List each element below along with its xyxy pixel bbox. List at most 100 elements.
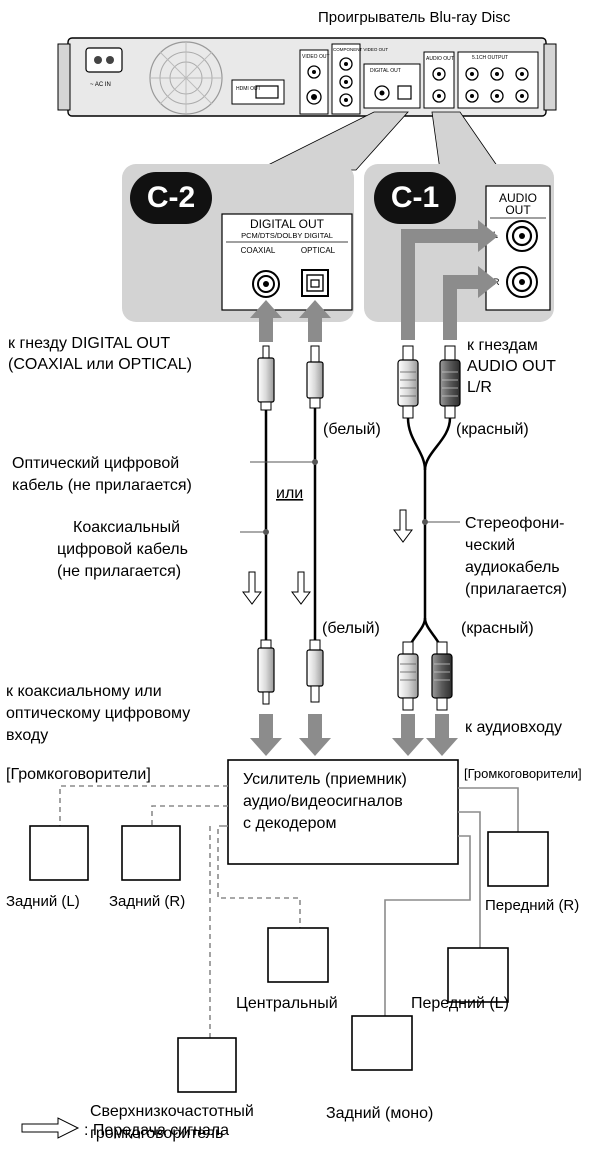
speaker-wiring [59,785,519,1038]
coaxial-jack-icon [252,270,280,298]
digital-out-jacks: DIGITAL OUT [363,63,421,109]
amplifier-label-3: с декодером [243,815,336,832]
c1-header-line1: AUDIO [499,191,537,205]
component-out-jacks: COMPONENT VIDEO OUT [331,43,388,115]
label-to-audio-out-2: AUDIO OUT [467,358,556,375]
label-to-audio-in: к аудиовходу [465,719,562,736]
audio-out-panel-label: AUDIO OUT [426,56,454,62]
signal-arrow-stereo [393,509,413,543]
label-stereo-cable-3: аудиокабель [465,559,560,576]
rca-white-plug-top [397,345,419,419]
label-optical-cable: Оптический цифровой [12,455,179,472]
speaker-rear-mono [351,1015,413,1071]
label-to-coax-in-2: оптическому цифровому [6,705,190,722]
rca-red-plug-top [439,345,461,419]
zoom-wedge-c1 [431,111,501,171]
signal-flow-arrows [242,509,413,605]
speaker-label-front-left: Передний (L) [411,995,509,1012]
signal-arrow-optical [291,571,311,605]
connection-arrows-bottom [250,714,458,756]
label-white-bottom: (белый) [322,620,380,637]
c1-badge-label: C-1 [391,181,439,214]
speakers [29,825,549,1093]
speaker-center [267,927,329,983]
labels: к гнезду DIGITAL OUT (COAXIAL или OPTICA… [6,335,582,783]
c2-optical-label: OPTICAL [301,246,336,255]
signal-flow-legend-icon [21,1117,80,1139]
optical-plug-top [306,345,324,409]
speaker-label-rear-right: Задний (R) [109,893,185,910]
label-coax-cable: Коаксиальный [73,519,180,536]
rca-white-plug-bottom [397,641,419,711]
label-to-audio-out: к гнездам [467,337,538,354]
label-to-digital-out-2: (COAXIAL или OPTICAL) [8,356,192,373]
audio-l-jack-icon [506,220,538,252]
connection-arrows-top [250,220,498,342]
audio-r-jack-icon [506,266,538,298]
device-title: Проигрыватель Blu-ray Disc [318,9,511,26]
label-coax-cable-3: (не прилагается) [57,563,181,580]
label-to-coax-in-3: входу [6,727,48,744]
speaker-labels: Задний (L) Задний (R) Передний (R) Центр… [6,893,579,1142]
label-speakers-left: [Громкоговорители] [6,766,151,783]
player-rear-panel: ~ AC IN HDMI OUT VIDEO OUT COMPONENT V [57,37,557,117]
label-white-top: (белый) [323,421,381,438]
optical-plug-bottom [306,639,324,703]
signal-arrow-coax [242,571,262,605]
label-coax-cable-2: цифровой кабель [57,541,188,558]
speaker-rear-left [29,825,89,881]
speaker-label-front-right: Передний (R) [485,897,579,914]
c2-header-line1: DIGITAL OUT [250,217,325,231]
zoom-wedge-c2 [257,111,409,171]
speaker-rear-right [121,825,181,881]
c1-header-line2: OUT [505,203,531,217]
speaker-label-center: Центральный [236,995,338,1012]
speaker-label-subwoofer-2: громкоговоритель [90,1125,223,1142]
label-red-bottom: (красный) [461,620,534,637]
speaker-front-right [487,831,549,887]
speaker-subwoofer [177,1037,237,1093]
coaxial-plug-top [257,345,275,411]
ac-in-socket: ~ AC IN [85,47,123,88]
label-to-digital-out: к гнезду DIGITAL OUT [8,335,170,352]
label-optical-cable-2: кабель (не прилагается) [12,477,192,494]
c2-badge: C-2 [130,172,212,224]
label-speakers-right: [Громкоговорители] [464,766,582,781]
c1-badge: C-1 [374,172,456,224]
label-stereo-cable: Стереофони- [465,515,564,532]
amplifier-label-2: аудио/видеосигналов [243,793,403,810]
legend-signal-flow-label: : Передача сигнала [84,1122,229,1139]
digital-out-panel-label: DIGITAL OUT [370,68,401,74]
speaker-label-rear-left: Задний (L) [6,893,80,910]
fan-grille-icon [149,41,223,115]
audio-out-jacks: AUDIO OUT [423,51,455,109]
ch51-output-jacks: 5.1CH OUTPUT [457,51,539,109]
speaker-label-rear-mono: Задний (моно) [326,1105,433,1122]
label-stereo-cable-4: (прилагается) [465,581,567,598]
video-out-label: VIDEO OUT [302,54,330,60]
leader-lines [240,459,460,535]
hdmi-out-socket: HDMI OUT [231,79,285,105]
label-or: или [276,485,303,502]
ac-in-label: ~ AC IN [90,82,111,88]
legend: : Передача сигнала [21,1117,229,1139]
component-out-label: COMPONENT VIDEO OUT [333,47,388,52]
label-stereo-cable-2: ческий [465,537,515,554]
c2-coaxial-label: COAXIAL [241,246,276,255]
label-to-coax-in: к коаксиальному или [6,683,162,700]
speaker-front-left [447,947,509,1003]
amplifier-label-1: Усилитель (приемник) [243,771,407,788]
label-red-top: (красный) [456,421,529,438]
ch51-output-label: 5.1CH OUTPUT [472,55,508,61]
optical-jack-icon [301,269,329,297]
c2-badge-label: C-2 [147,181,195,214]
coaxial-plug-bottom [257,639,275,705]
label-to-audio-out-3: L/R [467,379,492,396]
speaker-label-subwoofer: Сверхнизкочастотный [90,1103,254,1120]
amplifier-box: Усилитель (приемник) аудио/видеосигналов… [227,759,459,865]
cables [264,408,452,655]
callout-c2: DIGITAL OUT PCM/DTS/DOLBY DIGITAL COAXIA… [122,164,354,322]
video-out-jacks: VIDEO OUT [299,49,330,115]
